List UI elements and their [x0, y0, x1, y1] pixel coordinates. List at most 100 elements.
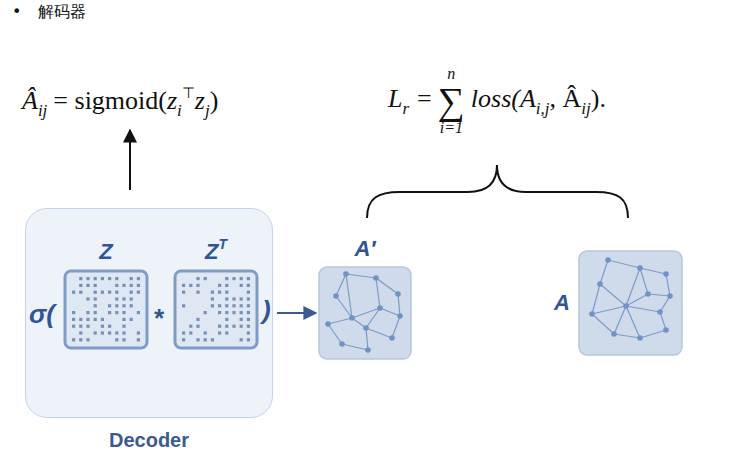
matrix-dot — [101, 291, 104, 294]
matrix-dot — [108, 331, 111, 334]
matrix-dot — [196, 291, 199, 294]
matrix-dot — [130, 277, 133, 280]
graph-vertex — [657, 309, 663, 315]
matrix-dot — [247, 304, 250, 307]
graph-vertex — [645, 291, 651, 297]
matrix-dot — [72, 325, 75, 328]
matrix-dot — [115, 331, 118, 334]
graph-vertex — [397, 313, 403, 319]
matrix-dot — [247, 311, 250, 314]
graph-edge — [592, 306, 626, 314]
graph-edge — [398, 294, 400, 316]
matrix-dot — [204, 338, 207, 341]
matrix-dot — [94, 331, 97, 334]
matrix-dot — [240, 277, 243, 280]
heading-text: A — [554, 290, 570, 315]
operator: ) — [262, 297, 271, 323]
matrix-dot — [204, 277, 207, 280]
matrix-dot — [211, 338, 214, 341]
box-title: Decoder — [26, 429, 272, 452]
graph-frame — [319, 267, 411, 359]
matrix-dot — [122, 304, 125, 307]
graph-vertex — [363, 325, 369, 331]
formula-symbol: Â — [22, 86, 38, 115]
matrix-dot — [94, 277, 97, 280]
formula-symbol: z — [167, 86, 177, 115]
graph-edge — [592, 284, 600, 314]
bullet: • — [12, 4, 21, 20]
formula: Lr=n∑i=1loss(Ai,j, Âij). — [388, 66, 606, 136]
matrix-dot — [94, 291, 97, 294]
graph-edge — [608, 260, 640, 268]
graph-edge — [328, 324, 342, 344]
matrix-dot — [137, 291, 140, 294]
graph-edge — [648, 294, 670, 296]
matrix-dot — [225, 325, 228, 328]
graph-edge — [376, 278, 380, 308]
graph-edge — [392, 316, 400, 338]
matrix-dot — [101, 318, 104, 321]
matrix-dot — [72, 338, 75, 341]
graph-figure — [318, 266, 412, 360]
matrix-dot — [182, 338, 185, 341]
matrix-dot — [218, 311, 221, 314]
matrix-dot — [240, 284, 243, 287]
heading-text: A′ — [354, 236, 375, 261]
matrix-dot — [204, 311, 207, 314]
matrix-dot — [72, 311, 75, 314]
sum-sign: ∑ — [438, 82, 465, 120]
graph-edge — [626, 268, 640, 306]
formula-text: ). — [591, 84, 606, 113]
graph-vertex — [377, 305, 383, 311]
matrix-dot — [189, 331, 192, 334]
matrix-dot — [86, 325, 89, 328]
matrix-dot — [189, 284, 192, 287]
matrix-dot — [225, 318, 228, 321]
subscript: ij — [38, 101, 47, 120]
graph-edge — [660, 312, 666, 330]
matrix-dot — [101, 325, 104, 328]
matrix-dot — [225, 291, 228, 294]
matrix-dot — [137, 338, 140, 341]
matrix-dot — [247, 291, 250, 294]
matrix-dot — [94, 304, 97, 307]
graph-edge — [592, 314, 614, 334]
box-heading: Z — [99, 241, 112, 263]
matrix-dot — [247, 331, 250, 334]
matrix-dot — [225, 331, 228, 334]
matrix-dot — [240, 338, 243, 341]
matrix-dot — [130, 284, 133, 287]
graph-edge — [600, 284, 626, 306]
matrix-dot — [108, 325, 111, 328]
graph-vertex — [589, 311, 595, 317]
graph-vertex — [637, 335, 643, 341]
matrix-dot — [79, 318, 82, 321]
graph-vertex — [605, 257, 611, 263]
matrix-dot — [130, 318, 133, 321]
matrix-dot — [218, 304, 221, 307]
sum-stack: n∑i=1 — [438, 66, 465, 136]
matrix-dot — [247, 325, 250, 328]
matrix-dot — [211, 297, 214, 300]
graph-edge — [614, 306, 626, 334]
matrix-dot — [101, 277, 104, 280]
matrix-dot — [122, 297, 125, 300]
box-heading: A — [554, 292, 570, 314]
matrix-dot — [247, 318, 250, 321]
graph-edge — [346, 274, 376, 278]
graph-vertex — [343, 271, 349, 277]
matrix-dot — [108, 291, 111, 294]
matrix-dot — [79, 338, 82, 341]
decoder-box: DecoderZZTσ(*) — [25, 208, 273, 418]
matrix-dot — [72, 291, 75, 294]
matrix-dot — [115, 338, 118, 341]
matrix-dot — [94, 284, 97, 287]
matrix-dot — [240, 325, 243, 328]
formula-text: , Â — [550, 84, 582, 113]
matrix-dot — [86, 311, 89, 314]
matrix-figure — [173, 269, 259, 350]
matrix-dot — [232, 277, 235, 280]
graph-edge — [342, 344, 368, 350]
matrix-dot — [196, 338, 199, 341]
matrix-dot — [79, 331, 82, 334]
